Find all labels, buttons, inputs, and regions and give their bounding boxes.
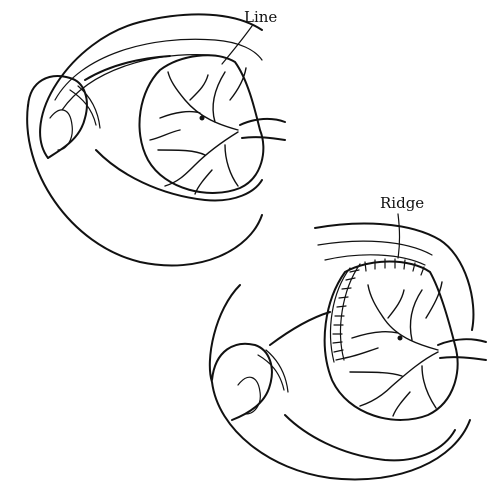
bottom-label-ridge: Ridge bbox=[380, 194, 424, 212]
top-eye-macula bbox=[200, 116, 205, 121]
top-eye-lens bbox=[28, 76, 87, 158]
top-eye-optic-nerve bbox=[240, 119, 285, 140]
top-eye-retinal-vessels bbox=[150, 68, 246, 194]
top-eye-cut-rim bbox=[85, 56, 262, 200]
bottom-eye-outer-top bbox=[315, 224, 473, 330]
bottom-eye-macula bbox=[398, 336, 403, 341]
top-eye-illustration: Line bbox=[27, 8, 285, 265]
bottom-eye-ridge-band bbox=[331, 264, 360, 362]
bottom-label-leader bbox=[398, 214, 400, 258]
bottom-eye-retina-opening bbox=[325, 262, 458, 420]
bottom-eye-retinal-vessels bbox=[345, 282, 442, 416]
top-eye-retina-opening bbox=[139, 55, 263, 193]
bottom-eye-ciliary-body bbox=[258, 350, 288, 392]
bottom-eye-iris bbox=[238, 377, 260, 414]
top-label-leader bbox=[222, 26, 252, 64]
top-label-line: Line bbox=[244, 8, 277, 26]
bottom-eye-optic-nerve bbox=[438, 339, 486, 360]
top-eye-sclera-inner bbox=[55, 39, 262, 100]
bottom-eye-illustration: Ridge bbox=[210, 194, 486, 479]
